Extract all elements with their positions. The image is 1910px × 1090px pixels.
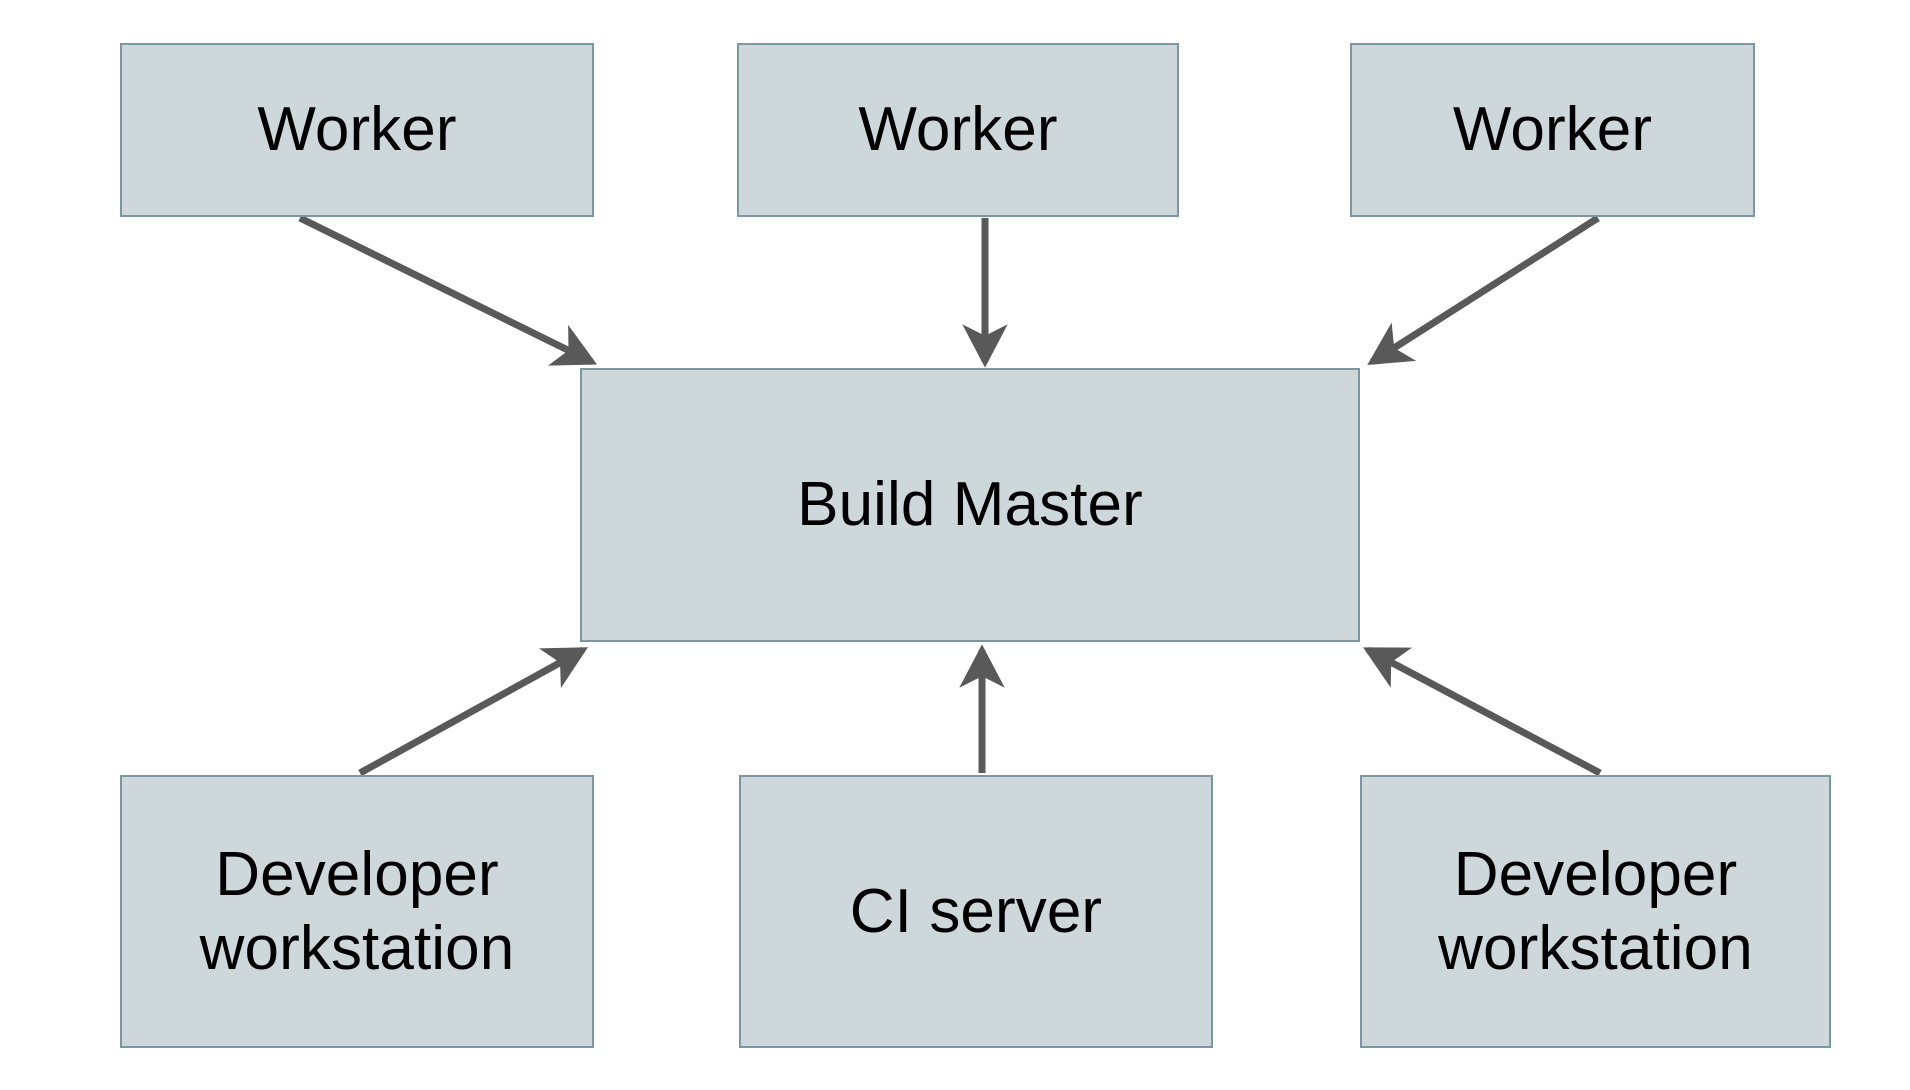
node-build-master-label: Build Master: [797, 470, 1143, 540]
node-worker-3-label: Worker: [1452, 95, 1653, 165]
edge-worker1-to-master: [298, 214, 598, 366]
node-build-master[interactable]: Build Master: [580, 368, 1360, 642]
node-worker-1-label: Worker: [257, 95, 457, 165]
node-worker-1[interactable]: Worker: [120, 43, 594, 217]
node-worker-2-label: Worker: [858, 95, 1058, 165]
node-developer-workstation-left[interactable]: Developer workstation: [120, 775, 594, 1048]
node-developer-workstation-right[interactable]: Developer workstation: [1360, 775, 1831, 1048]
node-worker-3[interactable]: Worker: [1350, 43, 1755, 217]
edge-worker3-to-master: [1367, 215, 1600, 366]
node-developer-workstation-right-label: Developer workstation: [1438, 840, 1753, 983]
node-ci-server[interactable]: CI server: [739, 775, 1213, 1048]
node-worker-2[interactable]: Worker: [737, 43, 1179, 217]
edge-devleft-to-master: [358, 646, 588, 777]
node-ci-server-label: CI server: [849, 876, 1103, 946]
edge-devright-to-master: [1363, 646, 1602, 777]
node-developer-workstation-left-label: Developer workstation: [199, 840, 515, 983]
